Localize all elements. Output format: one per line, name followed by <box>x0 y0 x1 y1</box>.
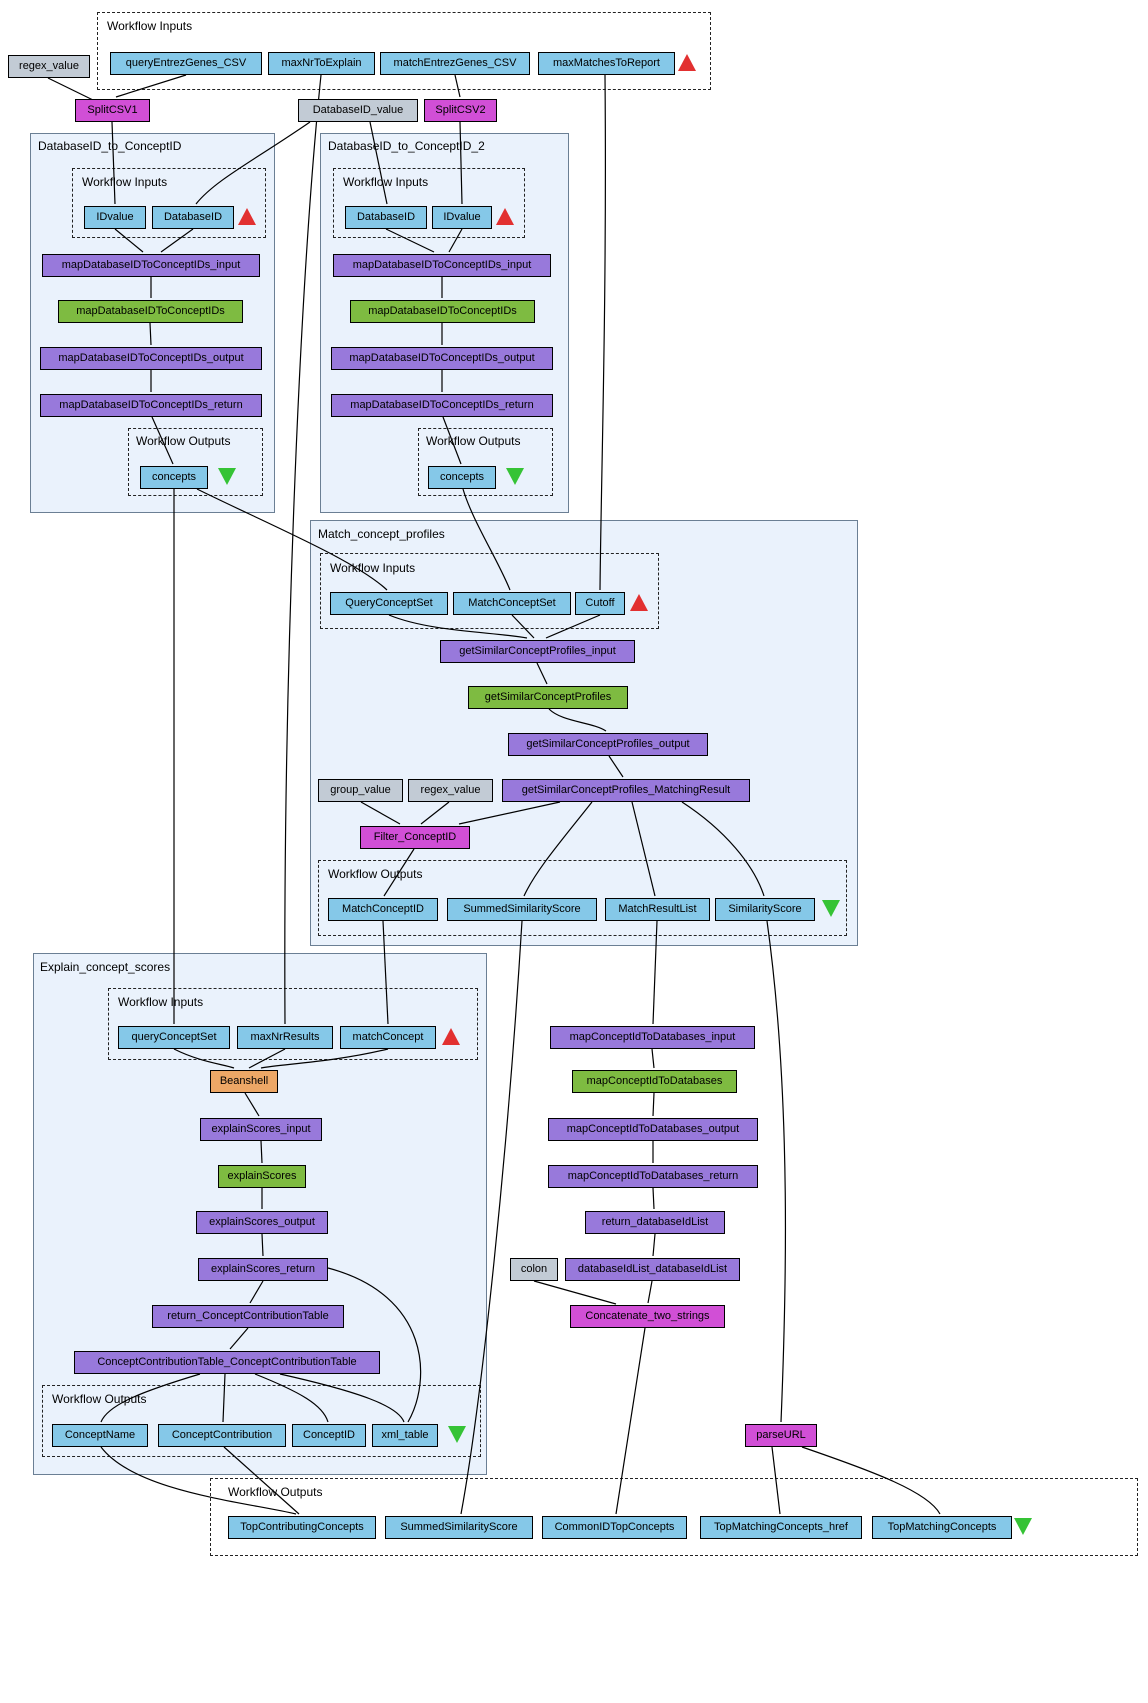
input-port-idvalue[interactable]: IDvalue <box>432 206 492 229</box>
workflow-inputs-frame-top <box>97 12 711 90</box>
workflow-inputs-label: Workflow Inputs <box>343 175 429 189</box>
workflow-outputs-label: Workflow Outputs <box>228 1485 323 1499</box>
processor-mapconceptid-output[interactable]: mapConceptIdToDatabases_output <box>548 1118 758 1141</box>
workflow-inputs-label: Workflow Inputs <box>330 561 416 575</box>
processor-filter-conceptid[interactable]: Filter_ConceptID <box>360 826 470 849</box>
input-port-cutoff[interactable]: Cutoff <box>575 592 625 615</box>
processor-gscp-input[interactable]: getSimilarConceptProfiles_input <box>440 640 635 663</box>
workflow-inputs-label: Workflow Inputs <box>107 19 193 33</box>
processor-parseurl[interactable]: parseURL <box>745 1424 817 1447</box>
processor-mapdatabaseid-output[interactable]: mapDatabaseIDToConceptIDs_output <box>40 347 262 370</box>
processor-gscp-output[interactable]: getSimilarConceptProfiles_output <box>508 733 708 756</box>
processor-mapdatabaseid-input[interactable]: mapDatabaseIDToConceptIDs_input <box>42 254 260 277</box>
input-port-triangle-icon <box>630 594 648 611</box>
workflow-outputs-label: Workflow Outputs <box>426 434 521 448</box>
output-port-conceptid[interactable]: ConceptID <box>292 1424 366 1447</box>
input-port-matchentrezgenes-csv[interactable]: matchEntrezGenes_CSV <box>380 52 530 75</box>
output-port-commonidtopconcepts[interactable]: CommonIDTopConcepts <box>542 1516 687 1539</box>
workflow-outputs-label: Workflow Outputs <box>328 867 423 881</box>
input-port-maxnrresults[interactable]: maxNrResults <box>237 1026 333 1049</box>
output-port-conceptname[interactable]: ConceptName <box>52 1424 148 1447</box>
input-port-maxmatchestoreport[interactable]: maxMatchesToReport <box>538 52 675 75</box>
output-port-concepts[interactable]: concepts <box>428 466 496 489</box>
processor-mapdatabaseid-return[interactable]: mapDatabaseIDToConceptIDs_return <box>331 394 553 417</box>
processor-mapconceptid-return[interactable]: mapConceptIdToDatabases_return <box>548 1165 758 1188</box>
processor-mapdatabaseid-return[interactable]: mapDatabaseIDToConceptIDs_return <box>40 394 262 417</box>
constant-regex-value[interactable]: regex_value <box>8 55 90 78</box>
input-port-triangle-icon <box>238 208 256 225</box>
processor-explainscores-input[interactable]: explainScores_input <box>200 1118 322 1141</box>
processor-return-conceptcontributiontable[interactable]: return_ConceptContributionTable <box>152 1305 344 1328</box>
output-port-conceptcontribution[interactable]: ConceptContribution <box>158 1424 286 1447</box>
processor-databaseidlist[interactable]: databaseIdList_databaseIdList <box>565 1258 740 1281</box>
processor-mapdatabaseid-input[interactable]: mapDatabaseIDToConceptIDs_input <box>333 254 551 277</box>
nested-workflow-title: Match_concept_profiles <box>318 527 445 541</box>
output-port-topmatchingconcepts-href[interactable]: TopMatchingConcepts_href <box>700 1516 862 1539</box>
service-explainscores[interactable]: explainScores <box>218 1165 306 1188</box>
output-port-topcontributingconcepts[interactable]: TopContributingConcepts <box>228 1516 376 1539</box>
workflow-inputs-label: Workflow Inputs <box>82 175 168 189</box>
input-port-matchconceptset[interactable]: MatchConceptSet <box>453 592 571 615</box>
input-port-queryentrezgenes-csv[interactable]: queryEntrezGenes_CSV <box>110 52 262 75</box>
workflow-outputs-frame-db1 <box>128 428 263 496</box>
output-port-triangle-icon <box>506 468 524 485</box>
output-port-triangle-icon <box>822 900 840 917</box>
processor-conceptcontributiontable[interactable]: ConceptContributionTable_ConceptContribu… <box>74 1351 380 1374</box>
processor-gscp-matchingresult[interactable]: getSimilarConceptProfiles_MatchingResult <box>502 779 750 802</box>
output-port-triangle-icon <box>218 468 236 485</box>
workflow-outputs-label: Workflow Outputs <box>52 1392 147 1406</box>
processor-mapconceptid-input[interactable]: mapConceptIdToDatabases_input <box>550 1026 755 1049</box>
processor-splitcsv2[interactable]: SplitCSV2 <box>424 99 497 122</box>
output-port-matchconceptid[interactable]: MatchConceptID <box>328 898 438 921</box>
input-port-databaseid[interactable]: DatabaseID <box>345 206 427 229</box>
input-port-triangle-icon <box>496 208 514 225</box>
processor-explainscores-return[interactable]: explainScores_return <box>198 1258 328 1281</box>
constant-colon[interactable]: colon <box>510 1258 558 1281</box>
output-port-summedsimilarityscore[interactable]: SummedSimilarityScore <box>447 898 597 921</box>
output-port-matchresultlist[interactable]: MatchResultList <box>605 898 710 921</box>
input-port-idvalue[interactable]: IDvalue <box>84 206 146 229</box>
processor-concatenate-two-strings[interactable]: Concatenate_two_strings <box>570 1305 725 1328</box>
constant-databaseid-value[interactable]: DatabaseID_value <box>298 99 418 122</box>
output-port-triangle-icon <box>1014 1518 1032 1535</box>
input-port-queryconceptset[interactable]: queryConceptSet <box>118 1026 230 1049</box>
input-port-triangle-icon <box>678 54 696 71</box>
service-mapdatabaseid[interactable]: mapDatabaseIDToConceptIDs <box>350 300 535 323</box>
processor-beanshell[interactable]: Beanshell <box>210 1070 278 1093</box>
output-port-xml-table[interactable]: xml_table <box>372 1424 438 1447</box>
input-port-triangle-icon <box>442 1028 460 1045</box>
service-mapconceptid[interactable]: mapConceptIdToDatabases <box>572 1070 737 1093</box>
nested-workflow-title: DatabaseID_to_ConceptID <box>38 139 182 153</box>
processor-mapdatabaseid-output[interactable]: mapDatabaseIDToConceptIDs_output <box>331 347 553 370</box>
nested-workflow-title: DatabaseID_to_ConceptID_2 <box>328 139 485 153</box>
output-port-triangle-icon <box>448 1426 466 1443</box>
output-port-concepts[interactable]: concepts <box>140 466 208 489</box>
workflow-outputs-label: Workflow Outputs <box>136 434 231 448</box>
output-port-summedsimilarityscore[interactable]: SummedSimilarityScore <box>385 1516 533 1539</box>
workflow-outputs-frame-bottom <box>210 1478 1138 1556</box>
nested-workflow-title: Explain_concept_scores <box>40 960 171 974</box>
output-port-topmatchingconcepts[interactable]: TopMatchingConcepts <box>872 1516 1012 1539</box>
service-mapdatabaseid[interactable]: mapDatabaseIDToConceptIDs <box>58 300 243 323</box>
workflow-inputs-label: Workflow Inputs <box>118 995 204 1009</box>
output-port-similarityscore[interactable]: SimilarityScore <box>715 898 815 921</box>
input-port-maxnrtoexplain[interactable]: maxNrToExplain <box>268 52 375 75</box>
processor-splitcsv1[interactable]: SplitCSV1 <box>75 99 150 122</box>
processor-explainscores-output[interactable]: explainScores_output <box>196 1211 328 1234</box>
service-gscp[interactable]: getSimilarConceptProfiles <box>468 686 628 709</box>
processor-return-databaseidlist[interactable]: return_databaseIdList <box>585 1211 725 1234</box>
constant-regex-value[interactable]: regex_value <box>408 779 493 802</box>
input-port-queryconceptset[interactable]: QueryConceptSet <box>330 592 448 615</box>
constant-group-value[interactable]: group_value <box>318 779 403 802</box>
input-port-matchconcept[interactable]: matchConcept <box>340 1026 436 1049</box>
input-port-databaseid[interactable]: DatabaseID <box>152 206 234 229</box>
